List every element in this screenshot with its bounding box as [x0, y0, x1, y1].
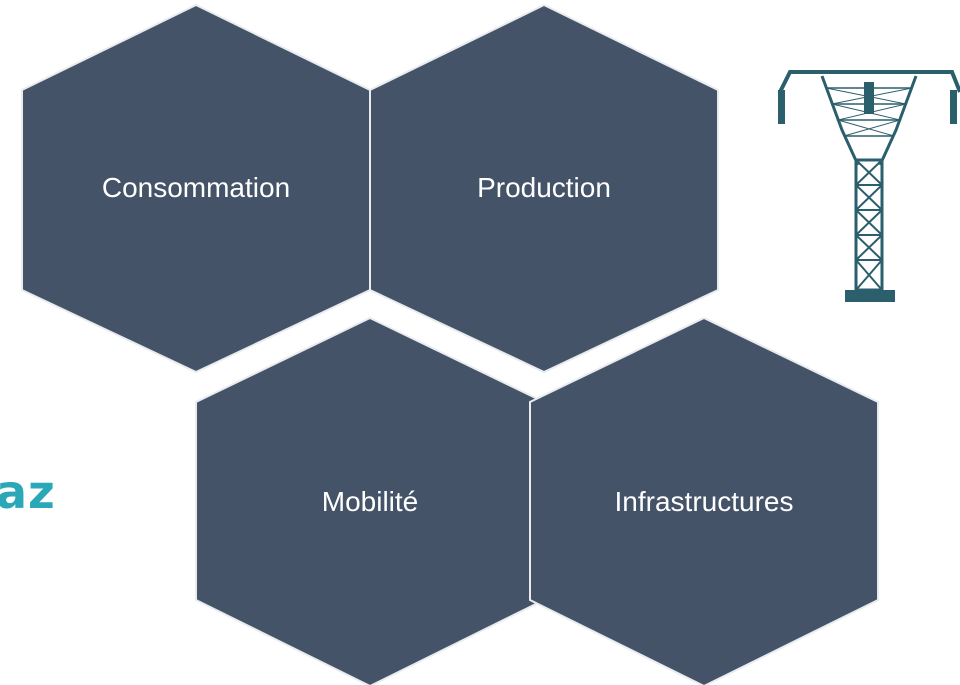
hexagon-infrastructures-shape: [529, 316, 879, 685]
power-pylon-icon: [778, 70, 960, 302]
hexagon-infrastructures: Infrastructures: [529, 316, 879, 685]
hexagon-infrastructures-label: Infrastructures: [615, 486, 794, 517]
hexagon-production-shape: [369, 3, 719, 374]
hexagon-consommation-label: Consommation: [102, 172, 290, 203]
hexagon-production-label: Production: [477, 172, 611, 203]
hexagon-mobilite: Mobilité: [195, 316, 545, 685]
hexagon-mobilite-label: Mobilité: [322, 486, 418, 517]
partial-title-text: az: [0, 465, 56, 519]
hexagon-production: Production: [369, 3, 719, 374]
hexagon-consommation: Consommation: [21, 3, 371, 374]
